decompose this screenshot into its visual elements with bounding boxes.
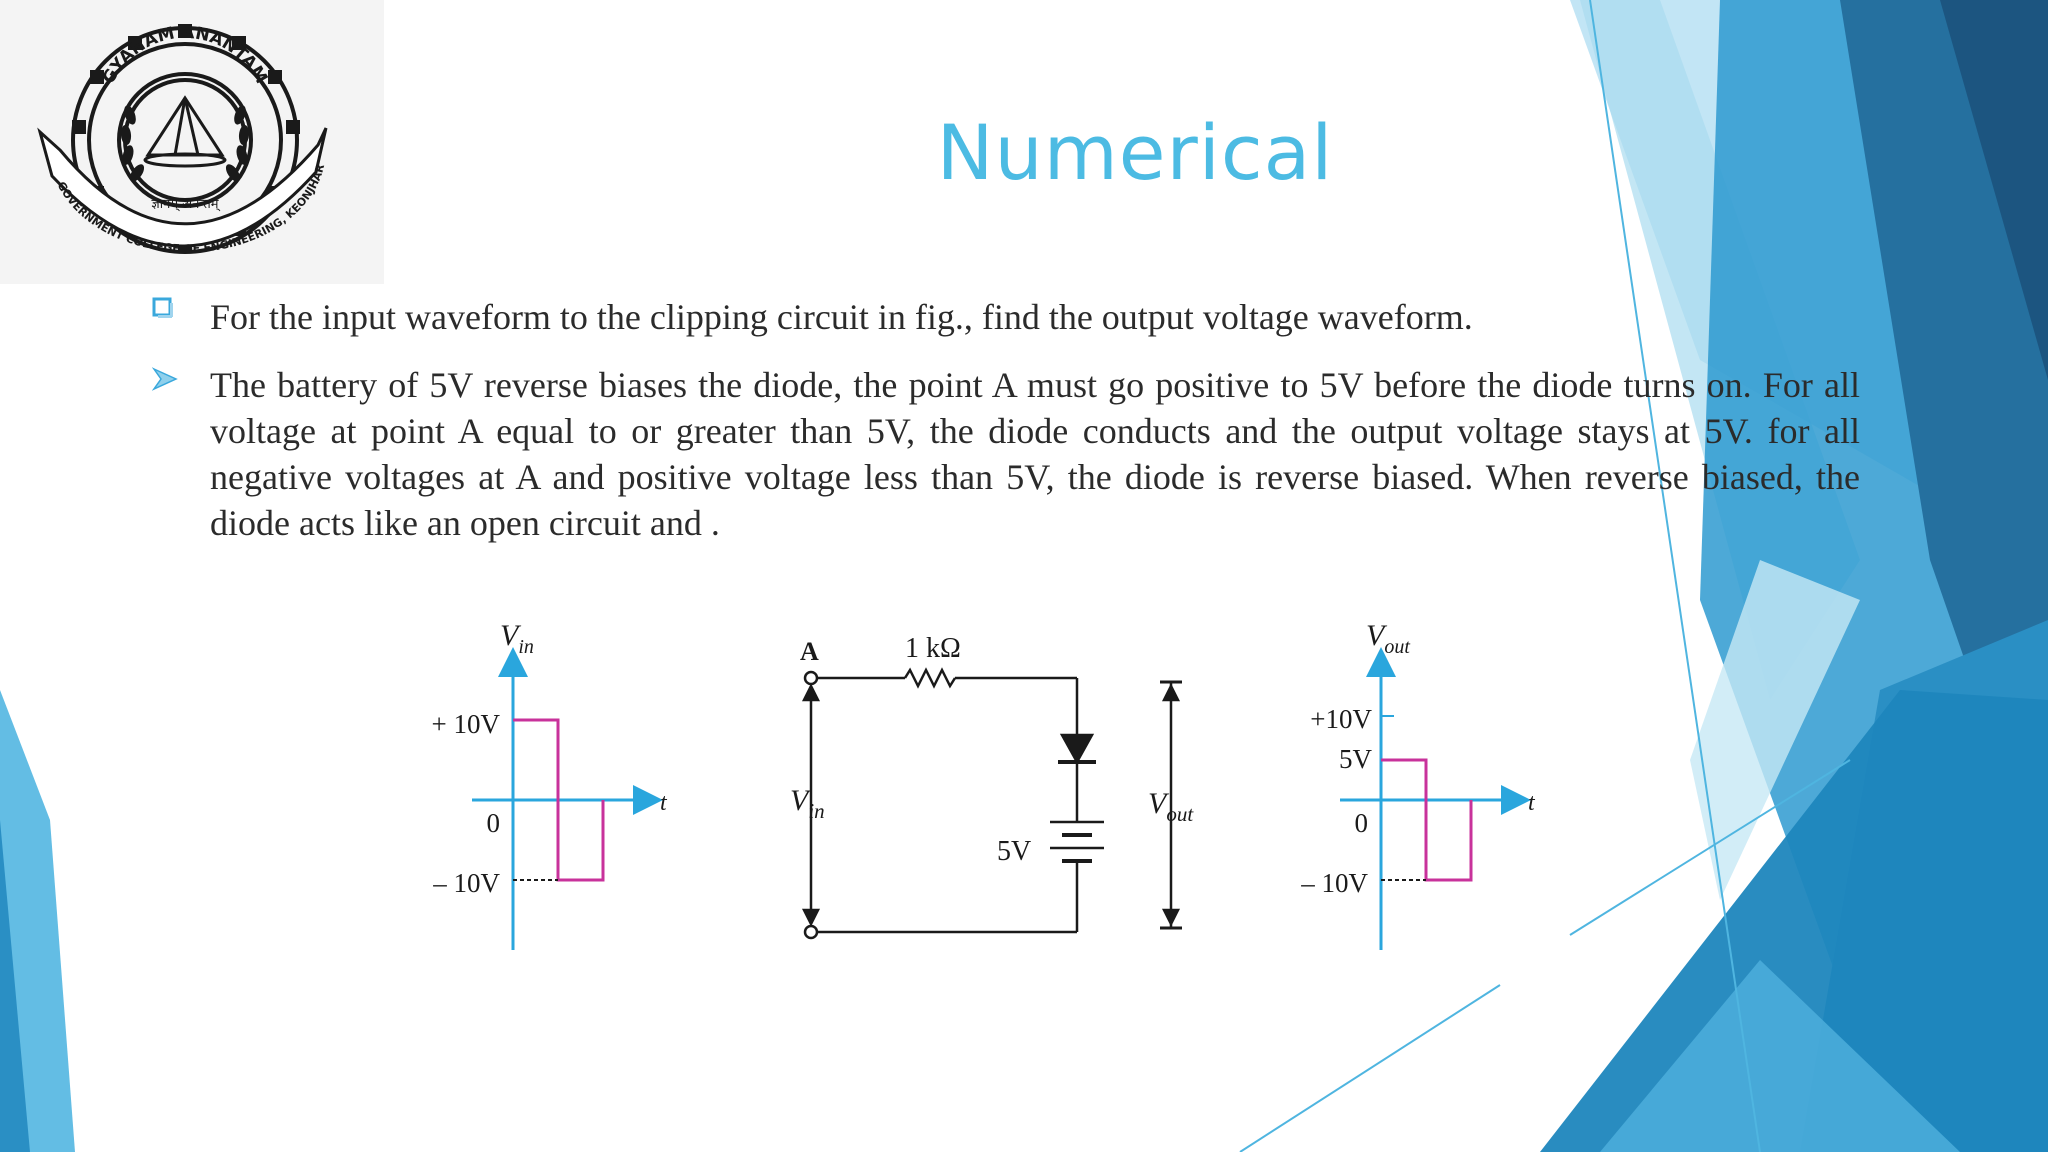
logo-top-text: GYANAM ANANTAM — [99, 23, 271, 87]
output-zero-label: 0 — [1355, 808, 1369, 838]
vin-arrow-up — [801, 683, 821, 702]
slide-title: Numerical — [936, 108, 1334, 197]
node-a-label: A — [800, 637, 819, 666]
circuit-vin-label: Vin — [790, 784, 825, 823]
bullet-question: For the input waveform to the clipping c… — [210, 297, 1473, 337]
output-waveform — [1381, 758, 1473, 882]
output-clip-label: 5V — [1339, 744, 1373, 774]
vin-arrow-down — [801, 908, 821, 927]
output-waveform-graph: Vout t +10V 5V 0 – 10V — [1300, 619, 1536, 950]
college-logo: GYANAM ANANTAM ज्ञानम् अनन्तम् GOVERNMEN… — [0, 0, 384, 284]
arrow-bullet-icon — [152, 367, 178, 391]
battery-label: 5V — [997, 836, 1031, 867]
terminal-ground — [803, 924, 819, 940]
clipping-circuit — [801, 667, 1182, 940]
resistor-label: 1 kΩ — [905, 633, 961, 664]
vout-arrow-up — [1161, 683, 1181, 702]
input-high-label: + 10V — [432, 709, 501, 739]
input-waveform-graph: Vin t + 10V 0 – 10V — [432, 619, 668, 950]
output-axis-label: Vout — [1366, 619, 1410, 658]
logo-motto: ज्ञानम् अनन्तम् — [151, 197, 220, 212]
clipping-circuit-figure: Vin t + 10V 0 – 10V — [432, 619, 1536, 950]
circuit-vout-label: Vout — [1148, 787, 1194, 826]
input-low-label: – 10V — [432, 868, 500, 898]
terminal-a — [803, 670, 819, 686]
input-zero-label: 0 — [487, 808, 501, 838]
resistor — [903, 667, 957, 689]
bullet-explanation: The battery of 5V reverse biases the dio… — [210, 365, 1860, 543]
input-time-label: t — [660, 790, 668, 816]
output-high-label: +10V — [1310, 704, 1372, 734]
hollow-square-bullet-icon — [152, 297, 173, 318]
output-low-label: – 10V — [1300, 868, 1368, 898]
vout-arrow-down — [1161, 908, 1181, 927]
output-time-label: t — [1528, 790, 1536, 816]
diode-symbol — [1059, 733, 1095, 765]
input-axis-label: Vin — [500, 619, 534, 658]
